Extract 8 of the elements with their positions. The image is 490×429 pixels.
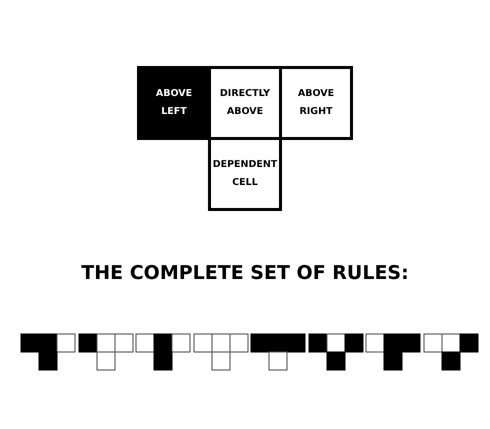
neighbor-cell <box>279 66 353 140</box>
neighbor-cell <box>137 66 211 140</box>
cell-label: ABOVE LEFT <box>154 87 194 119</box>
cell-label: DIRECTLY ABOVE <box>218 87 272 119</box>
cell-label: DEPENDENT CELL <box>212 158 278 190</box>
cell-label: ABOVE RIGHT <box>296 87 336 119</box>
heading: THE COMPLETE SET OF RULES: <box>80 262 410 284</box>
dependent-cell <box>208 137 282 211</box>
